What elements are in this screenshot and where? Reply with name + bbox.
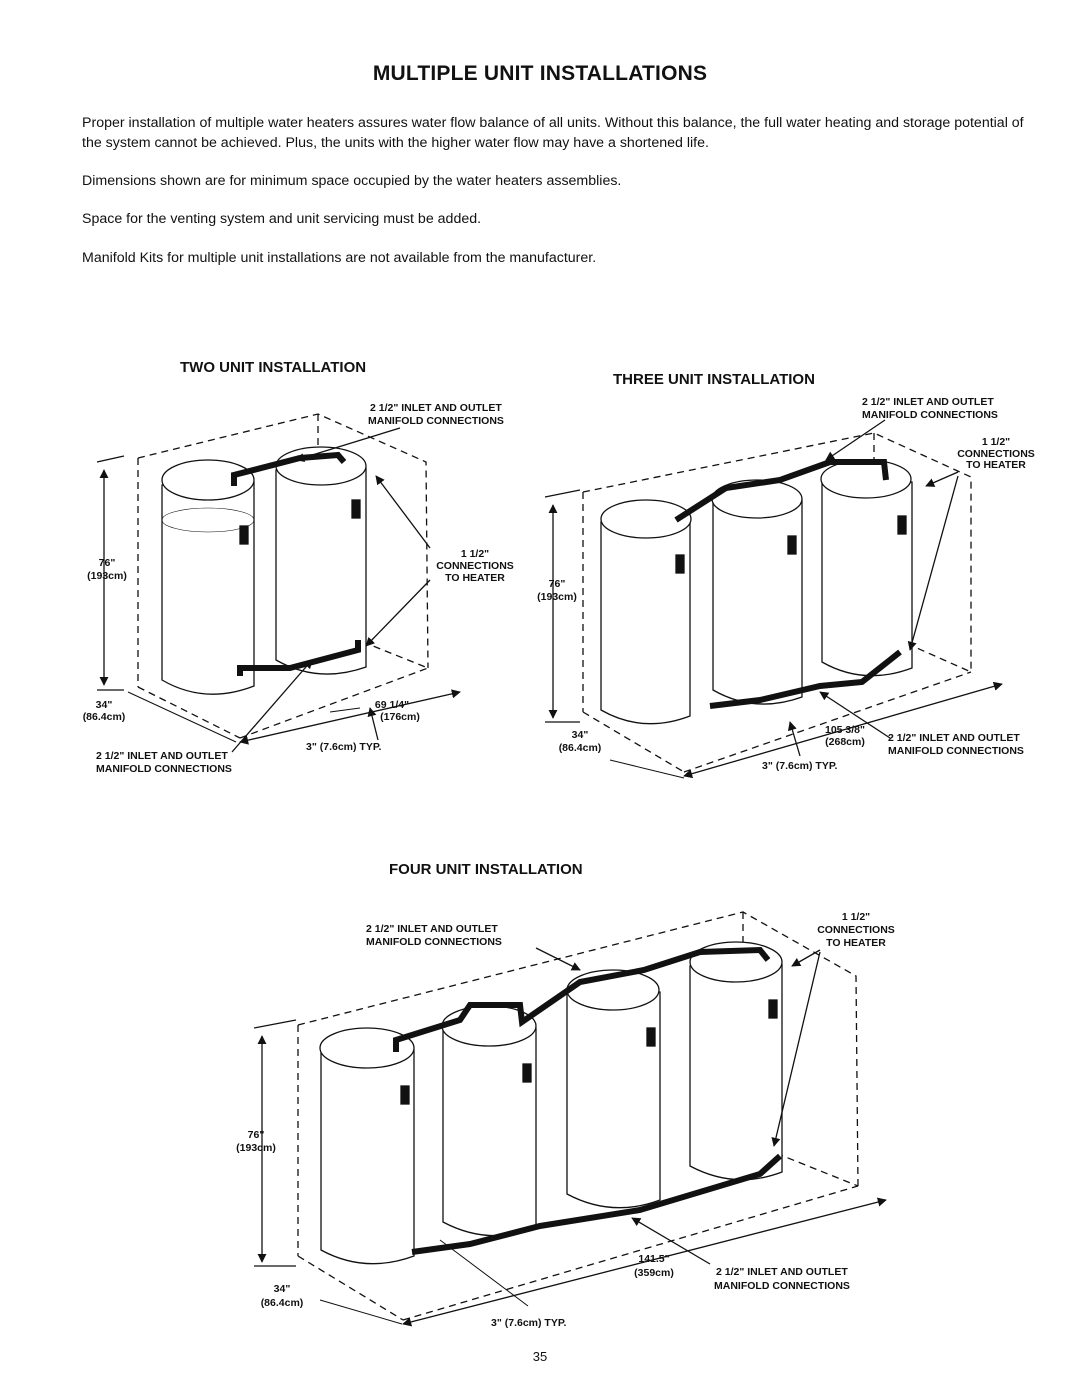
heater	[820, 459, 913, 677]
two-unit-title: TWO UNIT INSTALLATION	[180, 359, 367, 376]
two-unit-side-label-2: CONNECTIONS	[436, 560, 514, 572]
three-unit-depth: 34"	[572, 729, 589, 741]
two-unit-width: 69 1/4"	[375, 699, 409, 711]
three-unit-title: THREE UNIT INSTALLATION	[613, 371, 815, 388]
dimensions-note: Dimensions shown are for minimum space o…	[82, 173, 622, 189]
four-unit-width-cm: (359cm)	[634, 1267, 674, 1279]
four-unit-diagram	[253, 911, 887, 1327]
three-unit-top-label-1: 2 1/2" INLET AND OUTLET	[862, 396, 994, 408]
four-unit-height-cm: (193cm)	[236, 1142, 276, 1154]
page-number: 35	[532, 1349, 548, 1364]
two-unit-width-cm: (176cm)	[380, 711, 420, 723]
two-unit-top-label-2: MANIFOLD CONNECTIONS	[368, 415, 504, 427]
page-title: MULTIPLE UNIT INSTALLATIONS	[372, 62, 708, 85]
two-unit-bottom-label-2: MANIFOLD CONNECTIONS	[96, 763, 232, 775]
two-unit-side-label-3: TO HEATER	[445, 572, 505, 584]
two-unit-depth-cm: (86.4cm)	[83, 711, 126, 723]
two-unit-spacing: 3" (7.6cm) TYP.	[306, 741, 381, 753]
four-unit-spacing: 3" (7.6cm) TYP.	[491, 1317, 566, 1329]
three-unit-width-cm: (268cm)	[825, 736, 865, 748]
heater	[689, 941, 783, 1181]
heater	[319, 1027, 415, 1265]
three-unit-spacing: 3" (7.6cm) TYP.	[762, 760, 837, 772]
four-unit-bottom-label-2: MANIFOLD CONNECTIONS	[714, 1280, 850, 1292]
three-unit-side-label-1: 1 1/2"	[982, 436, 1010, 448]
three-unit-width: 105 3/8"	[825, 724, 865, 736]
two-unit-depth: 34"	[96, 699, 113, 711]
two-unit-height: 76"	[99, 557, 116, 569]
three-unit-height-cm: (193cm)	[537, 591, 577, 603]
three-unit-bottom-label-1: 2 1/2" INLET AND OUTLET	[888, 732, 1020, 744]
three-unit-diagram	[544, 419, 1003, 779]
four-unit-title: FOUR UNIT INSTALLATION	[389, 861, 583, 878]
four-unit-side-label-3: TO HEATER	[826, 937, 886, 949]
three-unit-height: 76"	[549, 578, 566, 590]
two-unit-bottom-label-1: 2 1/2" INLET AND OUTLET	[96, 750, 228, 762]
four-unit-width: 141.5"	[638, 1253, 669, 1265]
four-unit-side-label-1: 1 1/2"	[842, 911, 870, 923]
three-unit-side-label-3: TO HEATER	[966, 459, 1026, 471]
heater	[161, 459, 255, 695]
two-unit-top-label-1: 2 1/2" INLET AND OUTLET	[370, 402, 502, 414]
four-unit-height: 76"	[248, 1129, 265, 1141]
venting-note: Space for the venting system and unit se…	[82, 211, 482, 227]
manifold-note: Manifold Kits for multiple unit installa…	[82, 250, 597, 266]
heater	[566, 969, 661, 1209]
intro-paragraph: Proper installation of multiple water he…	[82, 115, 1024, 151]
four-unit-side-label-2: CONNECTIONS	[817, 924, 895, 936]
three-unit-bottom-label-2: MANIFOLD CONNECTIONS	[888, 745, 1024, 757]
four-unit-bottom-label-1: 2 1/2" INLET AND OUTLET	[716, 1266, 848, 1278]
three-unit-side-label-2: CONNECTIONS	[957, 448, 1035, 460]
four-unit-top-label-1: 2 1/2" INLET AND OUTLET	[366, 923, 498, 935]
three-unit-top-label-2: MANIFOLD CONNECTIONS	[862, 409, 998, 421]
two-unit-diagram	[96, 413, 461, 753]
heater	[711, 479, 803, 705]
heater	[441, 1005, 537, 1237]
two-unit-height-cm: (193cm)	[87, 570, 127, 582]
two-unit-side-label-1: 1 1/2"	[461, 548, 489, 560]
heater	[600, 499, 692, 725]
four-unit-top-label-2: MANIFOLD CONNECTIONS	[366, 936, 502, 948]
three-unit-depth-cm: (86.4cm)	[559, 742, 602, 754]
heater	[275, 446, 367, 675]
four-unit-depth-cm: (86.4cm)	[261, 1297, 304, 1309]
four-unit-depth: 34"	[274, 1283, 291, 1295]
